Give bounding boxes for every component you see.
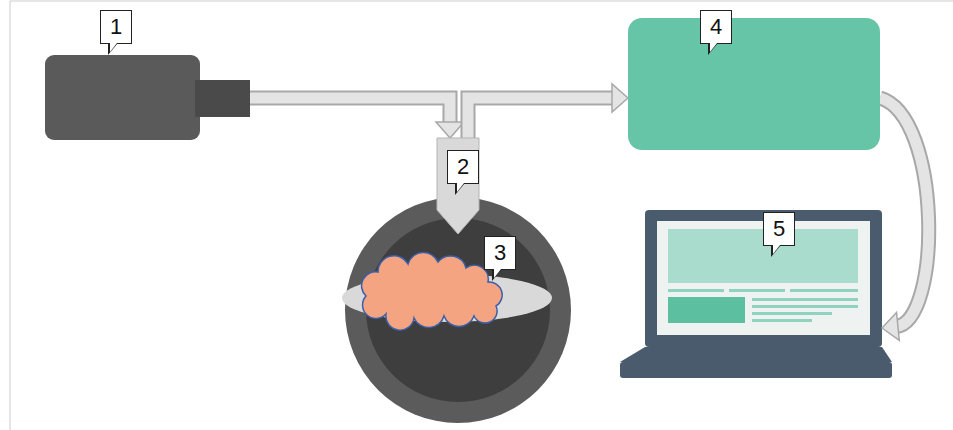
- screen-bar: [668, 289, 724, 292]
- flow-arrow: [880, 98, 929, 340]
- callout-number: 4: [700, 10, 732, 44]
- callout-number: 2: [447, 150, 479, 184]
- arrow-outline: [250, 98, 450, 124]
- screen-line: [752, 319, 812, 322]
- arrow-body: [880, 98, 929, 327]
- callout-number: 3: [484, 236, 516, 270]
- sample: 3: [356, 256, 508, 320]
- screen-line: [752, 305, 858, 308]
- screen-block: [668, 297, 745, 323]
- arrow-outline: [468, 98, 614, 138]
- arrow-head: [882, 312, 899, 340]
- callout-number: 5: [763, 212, 795, 246]
- flow-arrow: [250, 98, 464, 138]
- screen-line: [752, 298, 858, 301]
- device-nozzle: [195, 80, 250, 117]
- analyzer-box: 4: [628, 18, 880, 150]
- flow-arrow: [468, 84, 628, 138]
- callout-number: 1: [100, 10, 132, 44]
- frame-line: [10, 1, 953, 2]
- arrow-body: [468, 98, 614, 138]
- laptop-base: [620, 362, 892, 378]
- laptop-base: [620, 347, 892, 362]
- device-body: [45, 55, 200, 140]
- screen-line: [752, 312, 832, 315]
- screen-bar: [729, 289, 785, 292]
- probe: 2: [437, 138, 479, 234]
- laptop: 5: [645, 210, 882, 347]
- arrow-head: [436, 122, 464, 138]
- arrow-body: [250, 98, 450, 124]
- screen-bar: [790, 289, 858, 292]
- light-source: 1: [45, 55, 250, 140]
- laptop-frame: [645, 210, 882, 347]
- frame-line: [10, 1, 11, 430]
- arrow-head: [612, 84, 628, 112]
- arrow-outline: [880, 98, 929, 327]
